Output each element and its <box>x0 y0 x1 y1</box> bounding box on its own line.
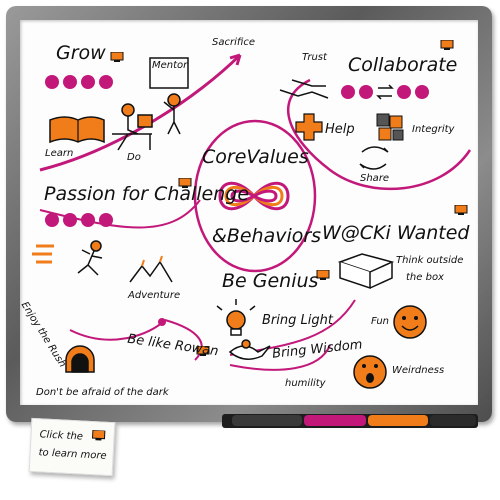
arrows-icon <box>359 146 389 170</box>
box-icon <box>337 253 395 290</box>
handshake-icon <box>279 79 329 99</box>
trust-label: Trust <box>302 52 327 63</box>
collaborate-title[interactable]: Collaborate <box>348 54 458 76</box>
learn-label: Learn <box>45 148 74 159</box>
note-line1: Click the <box>39 429 84 443</box>
computer-icon[interactable] <box>316 270 330 281</box>
presenter-icon <box>149 57 189 135</box>
note-line2: to learn more <box>38 447 107 462</box>
mountains-icon <box>129 255 173 283</box>
instruction-note: Click the to learn more <box>28 417 116 477</box>
grow-arrow-curve <box>39 53 242 172</box>
book-icon <box>49 116 105 144</box>
genius-title[interactable]: Be Genius <box>222 270 319 292</box>
magenta-marker <box>304 415 366 426</box>
weirdness-label: Weirdness <box>392 365 445 376</box>
bring-light-label: Bring Light <box>262 313 333 328</box>
grow-title[interactable]: Grow <box>56 42 106 64</box>
smiley-icon <box>353 355 387 389</box>
lightbulb-icon <box>216 299 256 336</box>
orange-marker <box>368 415 428 426</box>
computer-icon <box>91 430 106 441</box>
computer-icon[interactable] <box>178 178 192 189</box>
integrity-label: Integrity <box>412 124 455 135</box>
computer-icon[interactable] <box>440 40 454 51</box>
black-marker <box>232 415 302 426</box>
computer-icon[interactable] <box>110 52 124 63</box>
humility-label: humility <box>285 378 326 389</box>
puzzle-icon <box>376 113 404 141</box>
center-title-line2[interactable]: &Behaviors <box>212 225 322 247</box>
genie-lamp-icon <box>228 339 271 360</box>
sacrifice-label: Sacrifice <box>212 37 255 48</box>
center-ellipse <box>193 119 317 273</box>
computer-icon[interactable] <box>454 205 468 216</box>
tunnel-icon <box>65 345 95 373</box>
plus-icon <box>295 113 323 141</box>
collaborate-balls <box>341 84 429 100</box>
marker-tray <box>222 414 478 428</box>
think-label: Think outside <box>396 255 464 266</box>
runner-icon <box>32 240 103 276</box>
grow-balls <box>45 75 113 89</box>
passion-balls <box>45 213 113 227</box>
adventure-label: Adventure <box>128 290 181 301</box>
help-label: Help <box>325 122 355 137</box>
do-label: Do <box>127 152 141 163</box>
computer-icon[interactable] <box>196 346 210 357</box>
collaborate-curve <box>287 78 472 191</box>
fun-label: Fun <box>371 316 390 327</box>
mentor-label: Mentor <box>152 60 188 71</box>
passion-title[interactable]: Passion for Challenge <box>44 183 250 205</box>
dark-label: Don't be afraid of the dark <box>36 387 169 398</box>
center-title-line1[interactable]: CoreValues <box>202 146 309 168</box>
smiley-icon <box>393 305 427 339</box>
arrowhead <box>229 53 242 66</box>
box-label: the box <box>406 272 444 283</box>
desk-worker-icon <box>112 103 153 151</box>
rowan-curve <box>164 319 203 361</box>
share-label: Share <box>360 173 390 184</box>
dark-marker <box>430 415 476 426</box>
infinity-logo-icon <box>218 181 290 211</box>
wacki-title[interactable]: W@CKi Wanted <box>322 222 470 244</box>
rowan-dot <box>158 318 166 326</box>
